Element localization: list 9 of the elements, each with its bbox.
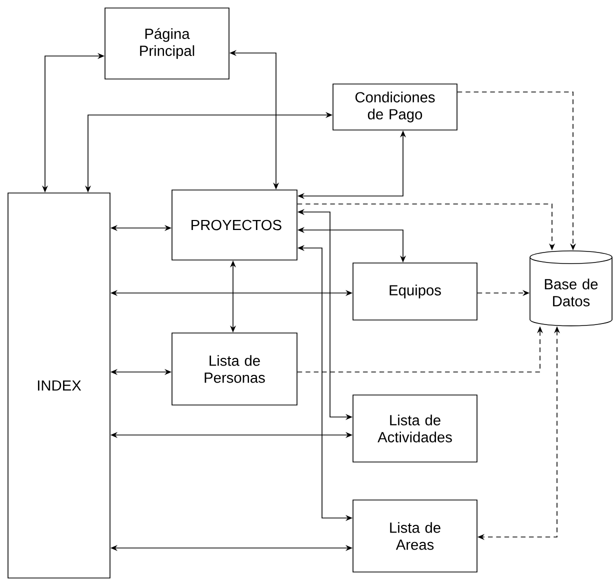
index-box: INDEX <box>8 192 110 578</box>
process-box: Página Principal <box>104 8 230 80</box>
process-box: Equipos <box>352 262 478 320</box>
process-box: Lista de Areas <box>352 500 478 572</box>
process-box: Lista de Actividades <box>352 394 478 462</box>
database-cylinder: Base de Datos <box>530 250 612 326</box>
process-box: Condiciones de Pago <box>332 84 458 130</box>
process-box: Lista de Personas <box>172 332 298 406</box>
process-box: PROYECTOS <box>172 190 298 260</box>
